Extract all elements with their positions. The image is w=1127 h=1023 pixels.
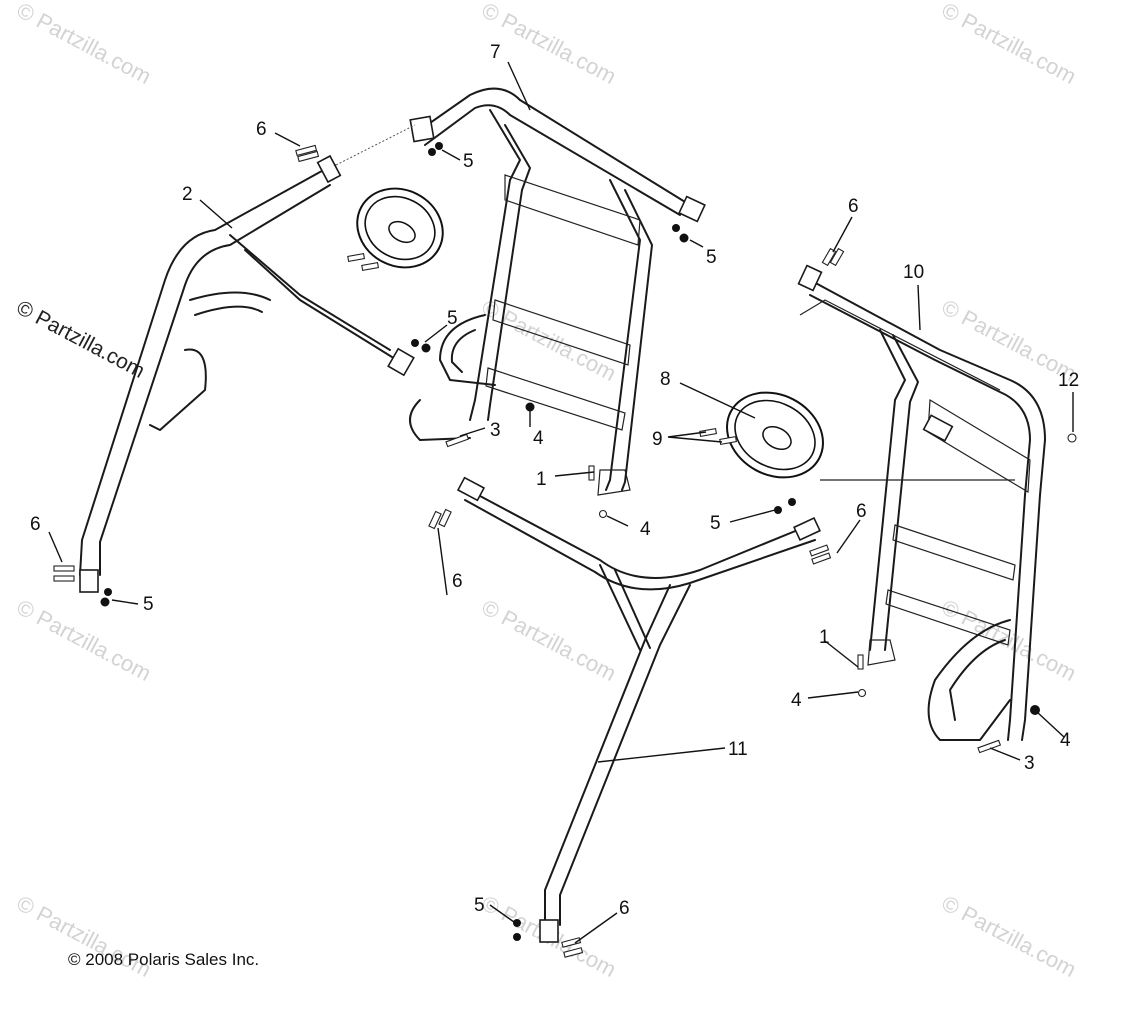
callout-6: 6 [30,514,41,535]
bolt [428,510,442,530]
bolt [53,565,75,572]
bolt [857,654,864,670]
nut [788,498,796,506]
nut [857,688,867,698]
callout-4: 4 [791,690,802,711]
nut [774,506,782,514]
watermark: © Partzilla.com [13,0,156,89]
part-2-front-bar [79,154,415,593]
watermark: © Partzilla.com [938,890,1081,982]
bolt [361,262,380,271]
nut [679,233,689,243]
bolt [53,575,75,582]
callout-10: 10 [903,262,924,283]
nut [513,919,521,927]
part-11-front-bar [456,476,821,943]
hardware-bolts [53,144,1002,958]
nut [598,509,608,519]
dashed-guide [335,124,416,166]
callout-5: 5 [143,594,154,615]
watermark: © Partzilla.com [478,594,621,686]
callout-6: 6 [848,196,859,217]
bolt [977,739,1002,754]
callout-3: 3 [1024,753,1035,774]
bolt [809,544,830,557]
part-10-right-frame [797,264,1046,741]
nut [525,402,535,412]
nut [411,339,419,347]
nut [100,597,110,607]
callout-4: 4 [1060,730,1071,751]
bolt [347,253,366,262]
leader-lines [48,61,1074,944]
callout-8: 8 [660,369,671,390]
callout-1: 1 [819,627,830,648]
callout-4: 4 [640,519,651,540]
rear-mirror-panel-left [356,187,444,269]
callout-3: 3 [490,420,501,441]
nut [513,933,521,941]
bolt [445,433,470,448]
callout-12: 12 [1058,370,1079,391]
callout-4: 4 [533,428,544,449]
callout-6: 6 [256,119,267,140]
callout-2: 2 [182,184,193,205]
bolt [563,947,584,958]
callout-5: 5 [706,247,717,268]
callout-1: 1 [536,469,547,490]
part-7-rear-frame [409,87,706,496]
bolt [811,552,832,565]
callout-5: 5 [474,895,485,916]
watermark: © Partzilla.com [938,0,1081,89]
hardware-nuts [100,142,1077,941]
bolt [438,508,452,528]
callout-5: 5 [447,308,458,329]
callout-5: 5 [710,513,721,534]
callout-5: 5 [463,151,474,172]
nut [672,224,680,232]
callout-9: 9 [652,429,663,450]
bolt [297,150,320,163]
bolt [699,428,718,437]
bolt [821,247,837,267]
callout-7: 7 [490,42,501,63]
bolt [829,247,845,267]
bolt [295,144,318,157]
callout-6: 6 [452,571,463,592]
callout-labels: 7 2 6 5 5 5 4 3 1 4 6 6 5 6 10 12 8 9 5 … [30,42,1079,919]
callout-11: 11 [728,739,748,760]
watermark: © Partzilla.com [13,594,156,686]
nut [435,142,443,150]
callout-6: 6 [856,501,867,522]
callout-6: 6 [619,898,630,919]
nut [104,588,112,596]
watermark-dark: © Partzilla.com [13,296,149,383]
nut [1067,433,1077,443]
copyright-text: © 2008 Polaris Sales Inc. [68,950,260,969]
nut [428,148,436,156]
nut [421,343,431,353]
watermark-group: © Partzilla.com © Partzilla.com © Partzi… [13,0,1081,982]
